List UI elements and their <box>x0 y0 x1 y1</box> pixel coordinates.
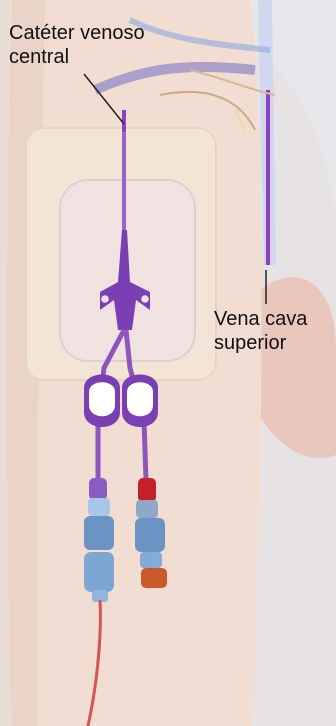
hub-hole-right <box>141 295 149 303</box>
vena-label: Vena cava superior <box>214 307 334 355</box>
catheter-label: Catéter venoso central <box>9 21 209 69</box>
catheter-label-line1: Catéter venoso <box>9 21 209 45</box>
vena-label-line1: Vena cava <box>214 307 334 331</box>
right-clamp-icon <box>122 375 158 428</box>
left-clamp-icon <box>84 375 120 428</box>
catheter-label-line2: central <box>9 45 209 69</box>
vena-label-line2: superior <box>214 331 334 355</box>
hub-hole-left <box>101 295 109 303</box>
